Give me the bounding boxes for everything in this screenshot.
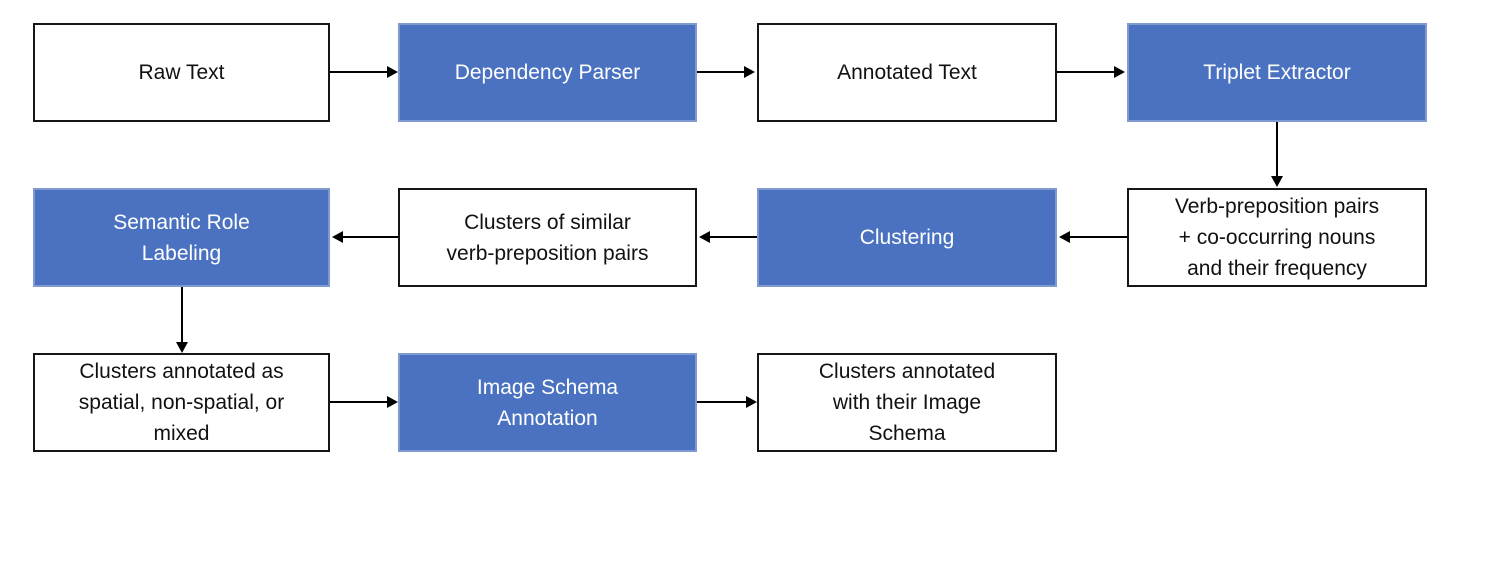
node-label: Image Schema Annotation bbox=[476, 375, 619, 430]
node-triplet-extractor: Triplet Extractor bbox=[1127, 23, 1427, 122]
node-label: Annotated Text bbox=[837, 61, 977, 84]
node-raw-text: Raw Text bbox=[33, 23, 330, 122]
node-label: Semantic Role Labeling bbox=[113, 210, 250, 265]
node-image-schema-annotation: Image Schema Annotation bbox=[398, 353, 697, 452]
node-label: Clustering bbox=[859, 226, 955, 249]
node-label: Clusters annotated with their Image Sche… bbox=[818, 360, 996, 445]
node-clusters-of-similar-pairs: Clusters of similar verb-preposition pai… bbox=[398, 188, 697, 287]
node-dependency-parser: Dependency Parser bbox=[398, 23, 697, 122]
node-verb-preposition-pairs: Verb-preposition pairs + co-occurring no… bbox=[1127, 188, 1427, 287]
node-label: Verb-preposition pairs + co-occurring no… bbox=[1174, 195, 1380, 280]
node-clusters-annotated-spatiality: Clusters annotated as spatial, non-spati… bbox=[33, 353, 330, 452]
node-label: Raw Text bbox=[138, 61, 225, 84]
node-label: Triplet Extractor bbox=[1203, 61, 1351, 84]
node-annotated-text: Annotated Text bbox=[757, 23, 1057, 122]
node-label: Dependency Parser bbox=[454, 61, 641, 84]
node-label: Clusters annotated as spatial, non-spati… bbox=[78, 360, 285, 445]
node-semantic-role-labeling: Semantic Role Labeling bbox=[33, 188, 330, 287]
node-clusters-with-image-schema: Clusters annotated with their Image Sche… bbox=[757, 353, 1057, 452]
node-clustering: Clustering bbox=[757, 188, 1057, 287]
node-label: Clusters of similar verb-preposition pai… bbox=[446, 210, 649, 265]
